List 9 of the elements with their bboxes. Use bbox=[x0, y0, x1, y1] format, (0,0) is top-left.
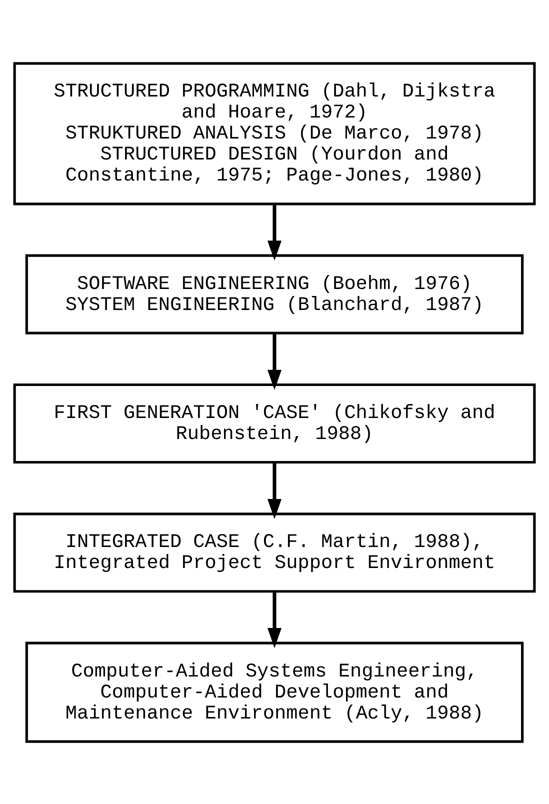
arrow bbox=[267, 333, 282, 390]
arrow bbox=[267, 591, 282, 648]
node-box: SOFTWARE ENGINEERING (Boehm, 1976) SYSTEM ENGINEERING (Blanchard, 1987) bbox=[25, 254, 524, 334]
node-box: FIRST GENERATION 'CASE' (Chikofsky and Rubenstein, 1988) bbox=[13, 382, 536, 464]
arrow bbox=[267, 462, 282, 519]
node-box: INTEGRATED CASE (C.F. Martin, 1988), Integrated Project Support Environment bbox=[13, 512, 536, 592]
node-box: Computer-Aided Systems Engineering, Computer-Aided Development and Maintenance Environment (Acly, 1988) bbox=[25, 641, 524, 742]
node-box: STRUCTURED PROGRAMMING (Dahl, Dijkstra and Hoare, 1972) STRUKTURED ANALYSIS (De Marco, 1978) STRUCTURED DESIGN (Yourdon and Constantine, 1975; Page-Jones, 1980) bbox=[13, 62, 536, 205]
arrow bbox=[267, 204, 282, 260]
